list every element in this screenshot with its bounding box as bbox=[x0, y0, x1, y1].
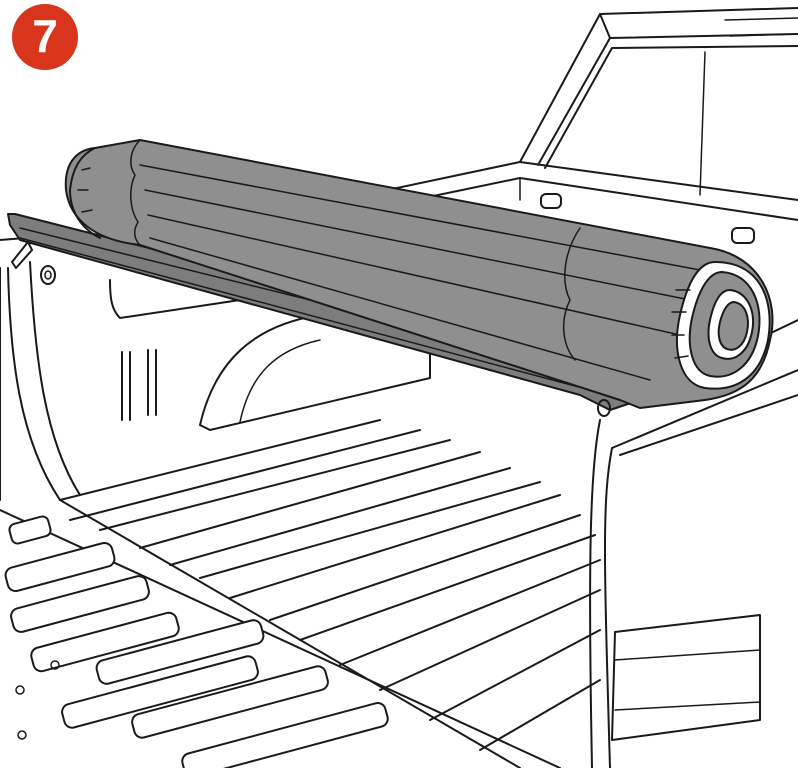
step-number: 7 bbox=[32, 10, 58, 62]
roll-body bbox=[64, 139, 774, 409]
step-number-badge: 7 bbox=[12, 4, 78, 70]
rolled-tonneau-cover bbox=[64, 139, 774, 409]
cab-window bbox=[519, 7, 798, 196]
tailgate bbox=[0, 509, 561, 768]
bed-floor bbox=[59, 419, 601, 768]
